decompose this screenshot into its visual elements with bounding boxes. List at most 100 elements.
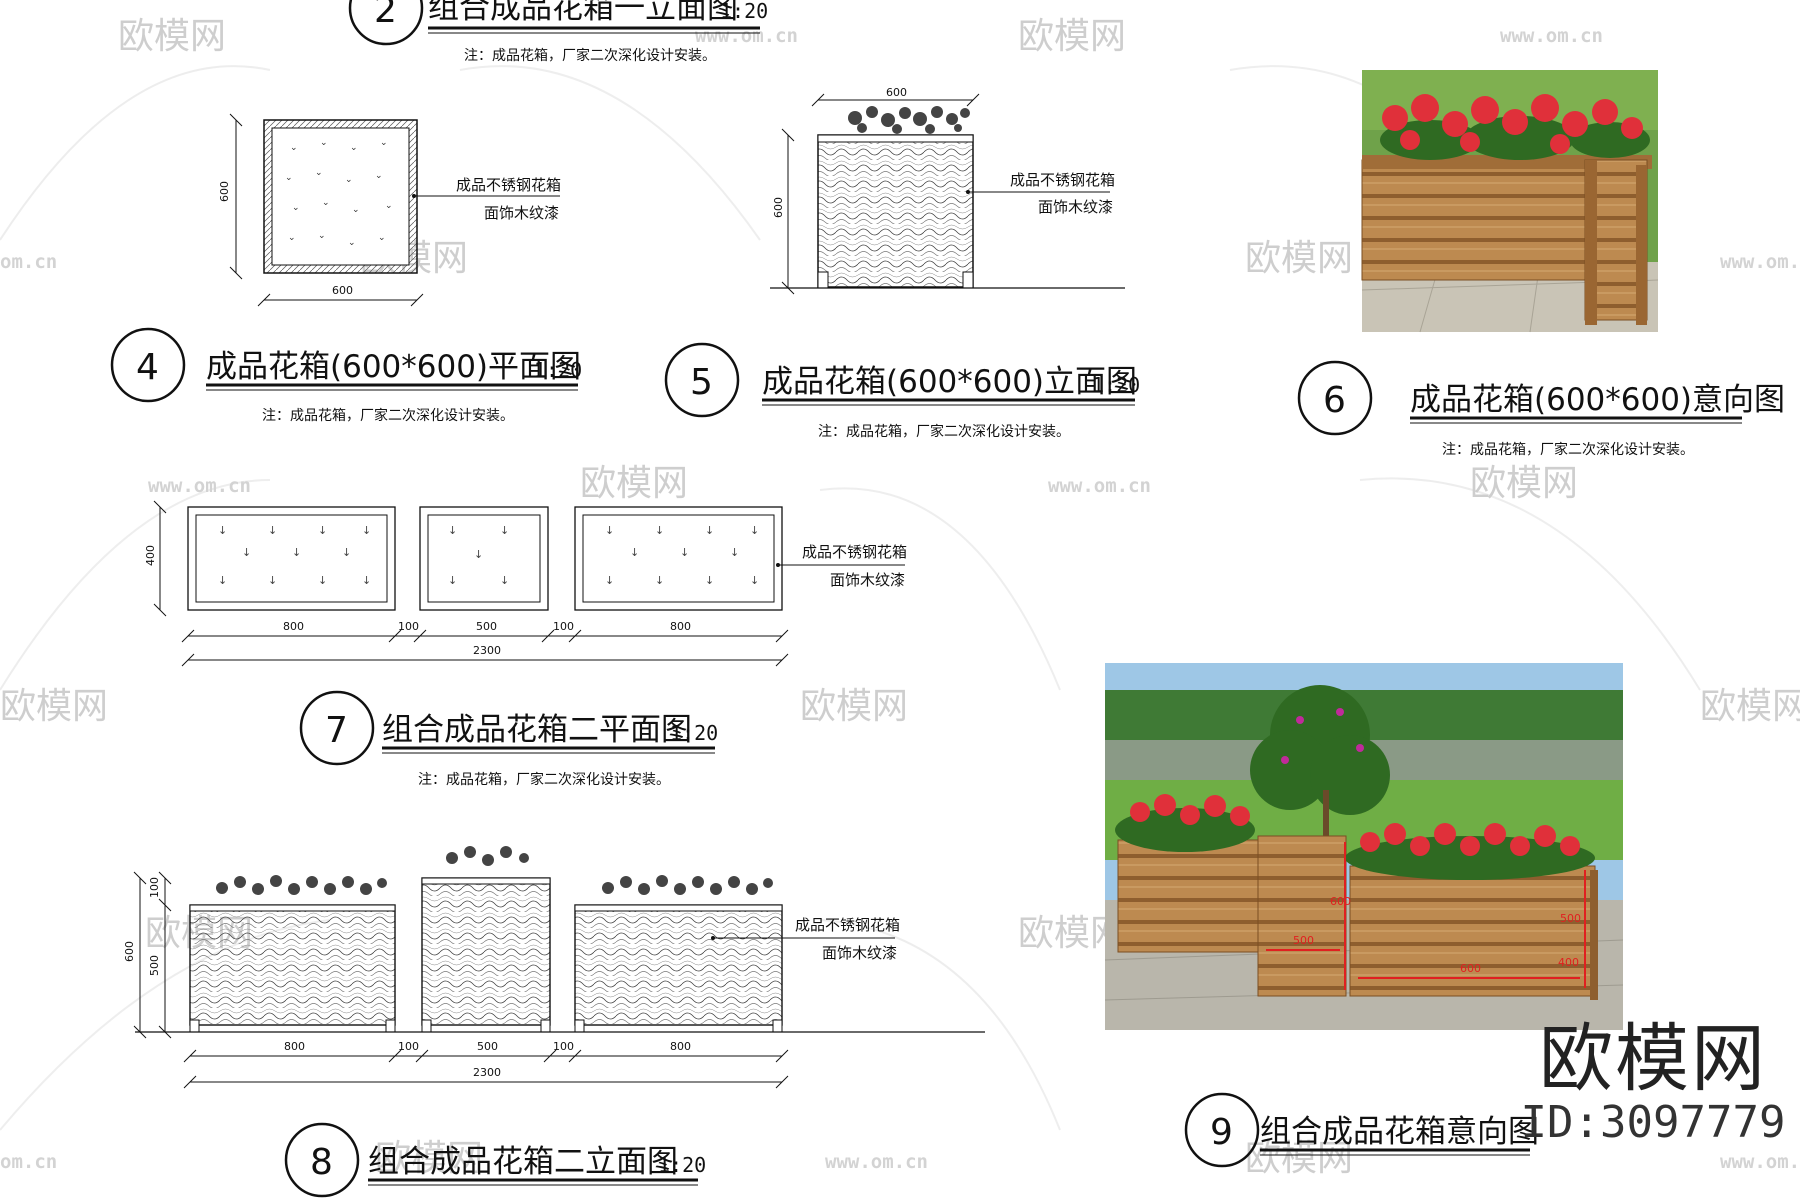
section-number: 7 (325, 710, 348, 751)
material-label: 成品不锈钢花箱 (795, 916, 900, 934)
dim-label: 400 (144, 545, 157, 566)
dim-label: 100 (553, 620, 574, 633)
svg-text:↓: ↓ (448, 524, 457, 537)
svg-text:↓: ↓ (218, 574, 227, 587)
svg-text:↓: ↓ (318, 524, 327, 537)
section-5-header: 5 成品花箱(600*600)立面图 1:20 注：成品花箱，厂家二次深化设计安… (664, 342, 1140, 440)
photo-dim-label: 500 (1560, 912, 1581, 925)
dim-label: 500 (476, 620, 497, 633)
watermark-url: om.cn (0, 251, 57, 273)
svg-text:↓: ↓ (500, 574, 509, 587)
watermark-url: om.cn (0, 1151, 57, 1173)
section-note: 注：成品花箱，厂家二次深化设计安装。 (262, 407, 514, 424)
section-4-plan-drawing: ⌄⌄⌄⌄ ⌄⌄⌄⌄ ⌄⌄⌄⌄ ⌄⌄⌄⌄ 600 600 成品不锈钢花箱 面饰木纹… (218, 113, 561, 307)
photo-dim-label: 600 (1460, 962, 1481, 975)
svg-text:↓: ↓ (605, 574, 614, 587)
watermark-text: 欧模网 (1018, 16, 1126, 57)
watermark-url: www.om.cn (1500, 25, 1603, 47)
svg-text:⌄: ⌄ (345, 175, 353, 185)
dim-label: 800 (670, 620, 691, 633)
svg-text:↓: ↓ (448, 574, 457, 587)
section-2-header: 2 组合成品花箱一立面图 1:20 注：成品花箱，厂家二次深化设计安装。 (348, 0, 768, 64)
svg-text:⌄: ⌄ (290, 143, 298, 153)
svg-text:⌄: ⌄ (352, 205, 360, 215)
section-number: 4 (136, 347, 159, 388)
svg-text:↓: ↓ (500, 524, 509, 537)
svg-text:↓: ↓ (242, 546, 251, 559)
brand-name: 欧模网 (1539, 1016, 1767, 1102)
section-8-header: 8 组合成品花箱二立面图 1:20 (284, 1122, 706, 1198)
section-number: 5 (690, 362, 713, 403)
material-label: 面饰木纹漆 (830, 571, 905, 589)
material-label: 成品不锈钢花箱 (456, 176, 561, 194)
watermark-url: www.om.cn (1720, 1151, 1800, 1173)
dim-label: 500 (148, 955, 161, 976)
section-title: 组合成品花箱二立面图 (368, 1144, 678, 1180)
svg-text:↓: ↓ (218, 524, 227, 537)
watermark-url: www.om.cn (695, 25, 798, 47)
svg-text:↓: ↓ (750, 574, 759, 587)
section-note: 注：成品花箱，厂家二次深化设计安装。 (1442, 441, 1694, 458)
section-number: 6 (1323, 380, 1346, 421)
dim-label: 500 (477, 1040, 498, 1053)
section-title: 组合成品花箱一立面图 (428, 0, 738, 26)
section-6-photo (1361, 70, 1659, 333)
dim-label: 100 (398, 620, 419, 633)
section-title: 组合成品花箱二平面图 (382, 712, 692, 748)
svg-text:↓: ↓ (362, 574, 371, 587)
section-title: 组合成品花箱意向图 (1260, 1114, 1539, 1150)
dim-label: 600 (886, 86, 907, 99)
watermark-text: 欧模网 (1245, 1138, 1353, 1179)
svg-text:↓: ↓ (474, 548, 483, 561)
svg-text:↓: ↓ (730, 546, 739, 559)
section-note: 注：成品花箱，厂家二次深化设计安装。 (464, 47, 716, 64)
svg-text:↓: ↓ (705, 524, 714, 537)
svg-text:↓: ↓ (680, 546, 689, 559)
photo-dim-label: 600 (1330, 895, 1351, 908)
section-9-header: 9 组合成品花箱意向图 (1184, 1092, 1539, 1168)
svg-text:↓: ↓ (342, 546, 351, 559)
watermark-text: 欧模网 (1470, 463, 1578, 504)
dim-label: 800 (670, 1040, 691, 1053)
dim-label: 800 (284, 1040, 305, 1053)
material-label: 面饰木纹漆 (1038, 198, 1113, 216)
svg-text:⌄: ⌄ (350, 143, 358, 153)
watermark-text: 欧模网 (1700, 686, 1800, 727)
section-7-header: 7 组合成品花箱二平面图 1:20 注：成品花箱，厂家二次深化设计安装。 (299, 690, 718, 788)
svg-text:↓: ↓ (750, 524, 759, 537)
section-scale: 1:20 (1092, 373, 1140, 397)
section-title: 成品花箱(600*600)意向图 (1410, 382, 1785, 418)
section-number: 8 (310, 1142, 333, 1183)
section-number: 2 (374, 0, 397, 31)
section-5-elevation-drawing: 600 600 成品不锈钢花箱 面饰木纹漆 (770, 86, 1125, 295)
svg-text:⌄: ⌄ (285, 173, 293, 183)
svg-text:↓: ↓ (630, 546, 639, 559)
watermark-url: www.om.cn (148, 475, 251, 497)
svg-text:⌄: ⌄ (288, 233, 296, 243)
svg-text:↓: ↓ (268, 524, 277, 537)
material-label: 面饰木纹漆 (484, 204, 559, 222)
dim-label: 600 (123, 941, 136, 962)
svg-text:↓: ↓ (318, 574, 327, 587)
svg-text:↓: ↓ (268, 574, 277, 587)
dim-label: 600 (772, 197, 785, 218)
section-7-plan-drawing: ↓↓↓↓ ↓↓↓ ↓↓↓↓ ↓↓↓↓↓ ↓↓↓↓ ↓↓↓ ↓↓↓↓ 400 80… (144, 500, 907, 667)
section-scale: 1:20 (658, 1153, 706, 1177)
watermark-text: 欧模网 (1245, 238, 1353, 279)
watermark-url: www.om.cn (1720, 251, 1800, 273)
dim-label: 800 (283, 620, 304, 633)
photo-dim-label: 500 (1293, 934, 1314, 947)
brand-logo: 欧模网 ID:3097779 (1518, 1020, 1788, 1148)
material-label: 面饰木纹漆 (822, 944, 897, 962)
svg-text:↓: ↓ (655, 574, 664, 587)
section-note: 注：成品花箱，厂家二次深化设计安装。 (818, 423, 1070, 440)
section-6-header: 6 成品花箱(600*600)意向图 注：成品花箱，厂家二次深化设计安装。 (1297, 360, 1785, 458)
section-scale: 1:20 (720, 0, 768, 23)
material-label: 成品不锈钢花箱 (1010, 171, 1115, 189)
section-scale: 1:20 (534, 358, 582, 382)
section-scale: 1:20 (670, 721, 718, 745)
section-4-header: 4 成品花箱(600*600)平面图 1:20 注：成品花箱，厂家二次深化设计安… (110, 327, 582, 424)
section-number: 9 (1210, 1112, 1233, 1153)
dim-label: 100 (148, 877, 161, 898)
svg-text:⌄: ⌄ (380, 138, 388, 148)
